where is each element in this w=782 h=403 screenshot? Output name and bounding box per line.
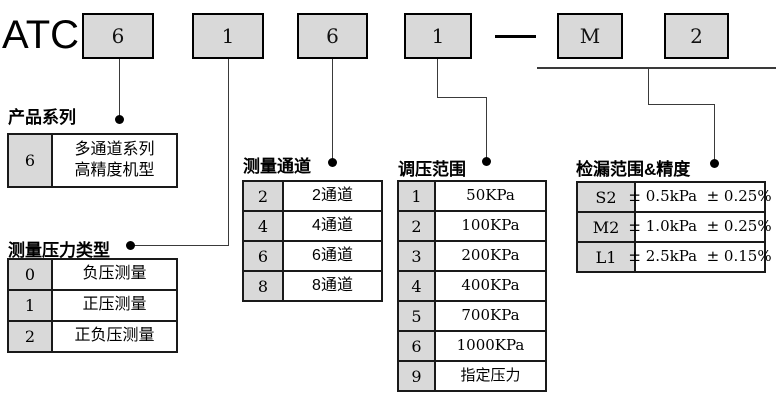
table-row: 4 4通道: [244, 212, 381, 242]
row-label: 指定压力: [460, 366, 521, 385]
row-code: 4: [399, 272, 436, 300]
connector-bullet: [126, 241, 135, 250]
connector-line: [648, 104, 715, 105]
row-code: 2: [399, 212, 436, 240]
row-code: 6: [399, 332, 436, 360]
table-row: 2 100KPa: [399, 212, 545, 242]
table-pressure-type: 0 负压测量 1 正压测量 2 正负压测量: [7, 258, 178, 353]
row-label: ± 1.0kPa ± 0.25%: [628, 217, 772, 236]
row-code: 9: [399, 362, 436, 390]
row-code: 6: [9, 135, 53, 186]
row-label: 负压测量: [82, 265, 147, 283]
table-row: 3 200KPa: [399, 242, 545, 272]
connector-bullet: [710, 159, 719, 168]
row-label: 4通道: [312, 216, 353, 234]
code-box-value: 6: [111, 24, 125, 48]
table-channels: 2 2通道 4 4通道 6 6通道 8 8通道: [242, 180, 383, 302]
row-code: 2: [9, 322, 53, 351]
code-box-range: 1: [404, 13, 472, 59]
section-title-leak-range-accuracy: 检漏范围&精度: [576, 160, 691, 179]
table-row: 1 正压测量: [9, 291, 176, 322]
connector-line: [648, 68, 649, 105]
table-row: 8 8通道: [244, 272, 381, 300]
table-regulation-range: 1 50KPa 2 100KPa 3 200KPa 4 400KPa 5 700KPa 6 1000K…: [397, 180, 547, 392]
code-box-channels: 6: [297, 13, 368, 59]
code-box-series: 6: [82, 13, 154, 59]
row-label: 正压测量: [82, 296, 147, 314]
table-row: 9 指定压力: [399, 362, 545, 390]
connector-line: [131, 245, 229, 246]
table-row: 5 700KPa: [399, 302, 545, 332]
table-row: 4 400KPa: [399, 272, 545, 302]
code-box-value: 6: [326, 24, 339, 48]
section-title-channels: 测量通道: [243, 157, 311, 176]
row-label: 多通道系列 高精度机型: [74, 140, 155, 179]
row-label: 200KPa: [461, 246, 520, 265]
table-product-series: 6 多通道系列 高精度机型: [7, 133, 178, 188]
row-code: 0: [9, 260, 53, 289]
table-row: L1± 2.5kPa ± 0.15%: [578, 243, 772, 271]
connector-bullet: [482, 157, 491, 166]
code-box-leak-accuracy: 2: [664, 13, 729, 59]
row-label: 50KPa: [466, 186, 515, 205]
connector-underline: [537, 67, 776, 69]
row-label: ± 0.5kPa ± 0.25%: [628, 187, 772, 206]
row-label: ± 2.5kPa ± 0.15%: [628, 247, 772, 266]
separator-dash: [495, 35, 536, 38]
table-row: 6 1000KPa: [399, 332, 545, 362]
section-title-regulation-range: 调压范围: [398, 160, 466, 179]
row-code: 5: [399, 302, 436, 330]
connector-line: [486, 97, 487, 160]
row-code: 6: [244, 242, 284, 270]
row-label: 正负压测量: [74, 327, 155, 345]
row-code: 1: [399, 182, 436, 210]
row-code: S2: [578, 183, 636, 211]
table-row: 6 多通道系列 高精度机型: [9, 135, 176, 186]
row-label: 400KPa: [461, 276, 520, 295]
code-box-value: M: [579, 24, 601, 48]
connector-line: [119, 59, 120, 117]
table-row: 1 50KPa: [399, 182, 545, 212]
code-box-leak-range: M: [557, 13, 623, 59]
table-row: 2 2通道: [244, 182, 381, 212]
row-code: 1: [9, 291, 53, 320]
row-label: 100KPa: [461, 216, 520, 235]
table-row: 2 正负压测量: [9, 322, 176, 351]
row-label: 6通道: [312, 246, 353, 264]
code-box-value: 1: [221, 24, 235, 48]
connector-line: [437, 97, 487, 98]
row-code: M2: [578, 213, 636, 241]
connector-bullet: [115, 115, 124, 124]
table-row: S2± 0.5kPa ± 0.25%: [578, 183, 772, 213]
section-title-product-series: 产品系列: [8, 108, 76, 127]
connector-line: [437, 59, 438, 98]
connector-bullet: [328, 158, 337, 167]
row-code: 8: [244, 272, 284, 300]
row-label: 2通道: [312, 186, 353, 204]
table-row: M2± 1.0kPa ± 0.25%: [578, 213, 772, 243]
code-box-value: 2: [690, 24, 703, 48]
table-row: 0 负压测量: [9, 260, 176, 291]
row-code: L1: [578, 243, 636, 271]
table-row: 6 6通道: [244, 242, 381, 272]
row-code: 4: [244, 212, 284, 240]
row-label: 8通道: [312, 276, 353, 294]
brand-text: ATC: [2, 13, 80, 57]
code-box-pressure-type: 1: [192, 13, 264, 59]
connector-line: [714, 104, 715, 160]
row-code: 3: [399, 242, 436, 270]
connector-line: [332, 59, 333, 161]
row-label: 700KPa: [461, 306, 520, 325]
table-leak-range-accuracy: S2± 0.5kPa ± 0.25%M2± 1.0kPa ± 0.25%L1± …: [576, 181, 772, 273]
connector-line: [228, 59, 229, 246]
code-box-value: 1: [431, 24, 445, 48]
section-title-pressure-type: 测量压力类型: [8, 241, 110, 260]
row-code: 2: [244, 182, 284, 210]
row-label: 1000KPa: [456, 336, 525, 355]
